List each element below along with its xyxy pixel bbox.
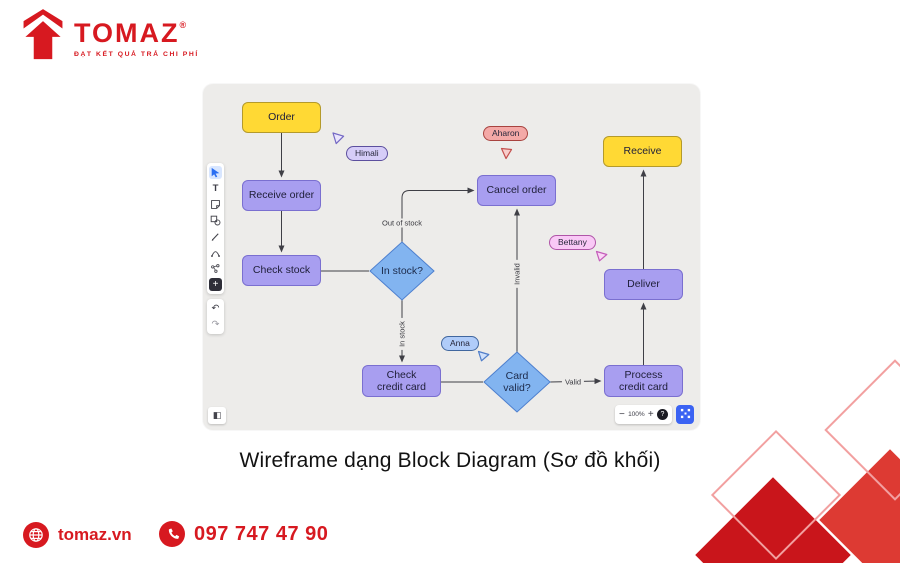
- undo-button[interactable]: ↶: [209, 302, 222, 315]
- node-receive-order[interactable]: Receive order: [242, 180, 321, 211]
- node-process-credit-card[interactable]: Process credit card: [604, 365, 683, 397]
- toolbar-history: ↶ ↷: [207, 299, 224, 334]
- question-icon: ?: [660, 411, 665, 418]
- decision-card-valid-shape: [483, 351, 551, 413]
- node-check-stock-label: Check stock: [252, 264, 311, 277]
- node-cancel-order-label: Cancel order: [486, 184, 547, 197]
- cursor-label-himali: Himali: [346, 146, 388, 162]
- zoom-out-button[interactable]: −: [619, 408, 625, 420]
- cursor-himali-icon: [332, 132, 345, 150]
- flowchart-edges: [278, 133, 647, 413]
- cursor-bettany-icon: [595, 249, 608, 267]
- help-button[interactable]: ?: [656, 409, 668, 420]
- edge-label-valid: Valid: [561, 377, 585, 387]
- brand-tagline: ĐẠT KẾT QUẢ TRẢ CHI PHÍ: [74, 51, 199, 58]
- zoom-controls: − 100% + ?: [615, 405, 672, 424]
- registered-mark: ®: [179, 20, 187, 30]
- sticky-note-icon: [210, 199, 221, 210]
- cursor-anna-icon: [477, 349, 490, 367]
- toolbar-main: T +: [207, 163, 224, 294]
- fit-view-button[interactable]: [676, 405, 694, 424]
- node-order[interactable]: Order: [242, 102, 321, 133]
- phone-contact[interactable]: 097 747 47 90: [159, 521, 328, 547]
- pen-tool[interactable]: [209, 230, 222, 243]
- whiteboard-canvas[interactable]: Order Receive order Check stock Cancel o…: [203, 84, 700, 430]
- node-check-credit-card-label: Check credit card: [376, 368, 427, 393]
- more-apps-tool[interactable]: [209, 262, 222, 275]
- globe-icon: [23, 522, 49, 548]
- apps-cluster-icon: [210, 263, 221, 274]
- cursor-label-anna: Anna: [441, 336, 479, 352]
- node-receive[interactable]: Receive: [603, 136, 682, 167]
- connector-tool[interactable]: [209, 246, 222, 259]
- node-receive-label: Receive: [623, 145, 662, 158]
- pointer-icon: [210, 167, 221, 178]
- frames-icon: ◧: [212, 410, 222, 420]
- decision-card-valid[interactable]: Card valid?: [495, 369, 539, 395]
- node-cancel-order[interactable]: Cancel order: [477, 175, 556, 206]
- node-receive-order-label: Receive order: [248, 189, 315, 202]
- brand-logo: TOMAZ® ĐẠT KẾT QUẢ TRẢ CHI PHÍ: [18, 8, 199, 67]
- select-tool[interactable]: [209, 166, 222, 179]
- phone-icon: [159, 521, 185, 547]
- decision-in-stock-shape: [369, 241, 435, 301]
- redo-button[interactable]: ↷: [209, 318, 222, 331]
- decision-in-stock[interactable]: In stock?: [370, 260, 434, 282]
- outline-red-diamond: [824, 359, 900, 501]
- decision-card-valid-label: Card valid?: [503, 369, 531, 394]
- text-icon: T: [212, 183, 219, 194]
- add-tool[interactable]: +: [209, 278, 222, 291]
- edge-label-in-stock: In stock: [397, 318, 407, 350]
- edge-label-invalid: Invalid: [512, 260, 522, 288]
- phone-number[interactable]: 097 747 47 90: [194, 522, 329, 545]
- undo-icon: ↶: [211, 303, 220, 314]
- brand-logo-icon: [18, 8, 68, 67]
- edge-label-out-of-stock: Out of stock: [378, 218, 426, 228]
- fit-view-icon: [680, 406, 691, 424]
- cursor-label-bettany: Bettany: [549, 235, 596, 251]
- website-contact[interactable]: tomaz.vn: [23, 522, 132, 548]
- plus-icon: +: [212, 278, 219, 290]
- cursor-label-aharon: Aharon: [483, 126, 529, 142]
- zoom-level[interactable]: 100%: [628, 411, 645, 418]
- frames-panel-button[interactable]: ◧: [208, 407, 226, 424]
- image-caption: Wireframe dạng Block Diagram (Sơ đồ khối…: [239, 449, 661, 472]
- node-process-credit-card-label: Process credit card: [618, 368, 669, 393]
- node-order-label: Order: [268, 111, 295, 124]
- node-check-credit-card[interactable]: Check credit card: [362, 365, 441, 397]
- cursor-aharon-icon: [500, 147, 513, 165]
- shapes-tool[interactable]: [209, 214, 222, 227]
- node-deliver[interactable]: Deliver: [604, 269, 683, 300]
- node-check-stock[interactable]: Check stock: [242, 255, 321, 286]
- shapes-icon: [210, 215, 221, 226]
- decision-in-stock-label: In stock?: [380, 264, 424, 277]
- text-tool[interactable]: T: [209, 182, 222, 195]
- website-url[interactable]: tomaz.vn: [58, 525, 132, 544]
- solid-red-diamond: [695, 477, 851, 563]
- zoom-in-button[interactable]: +: [647, 408, 654, 420]
- connector-icon: [210, 247, 221, 258]
- pen-icon: [210, 231, 221, 242]
- redo-icon: ↷: [211, 319, 220, 330]
- node-deliver-label: Deliver: [627, 278, 660, 291]
- sticky-note-tool[interactable]: [209, 198, 222, 211]
- brand-name: TOMAZ: [74, 18, 180, 48]
